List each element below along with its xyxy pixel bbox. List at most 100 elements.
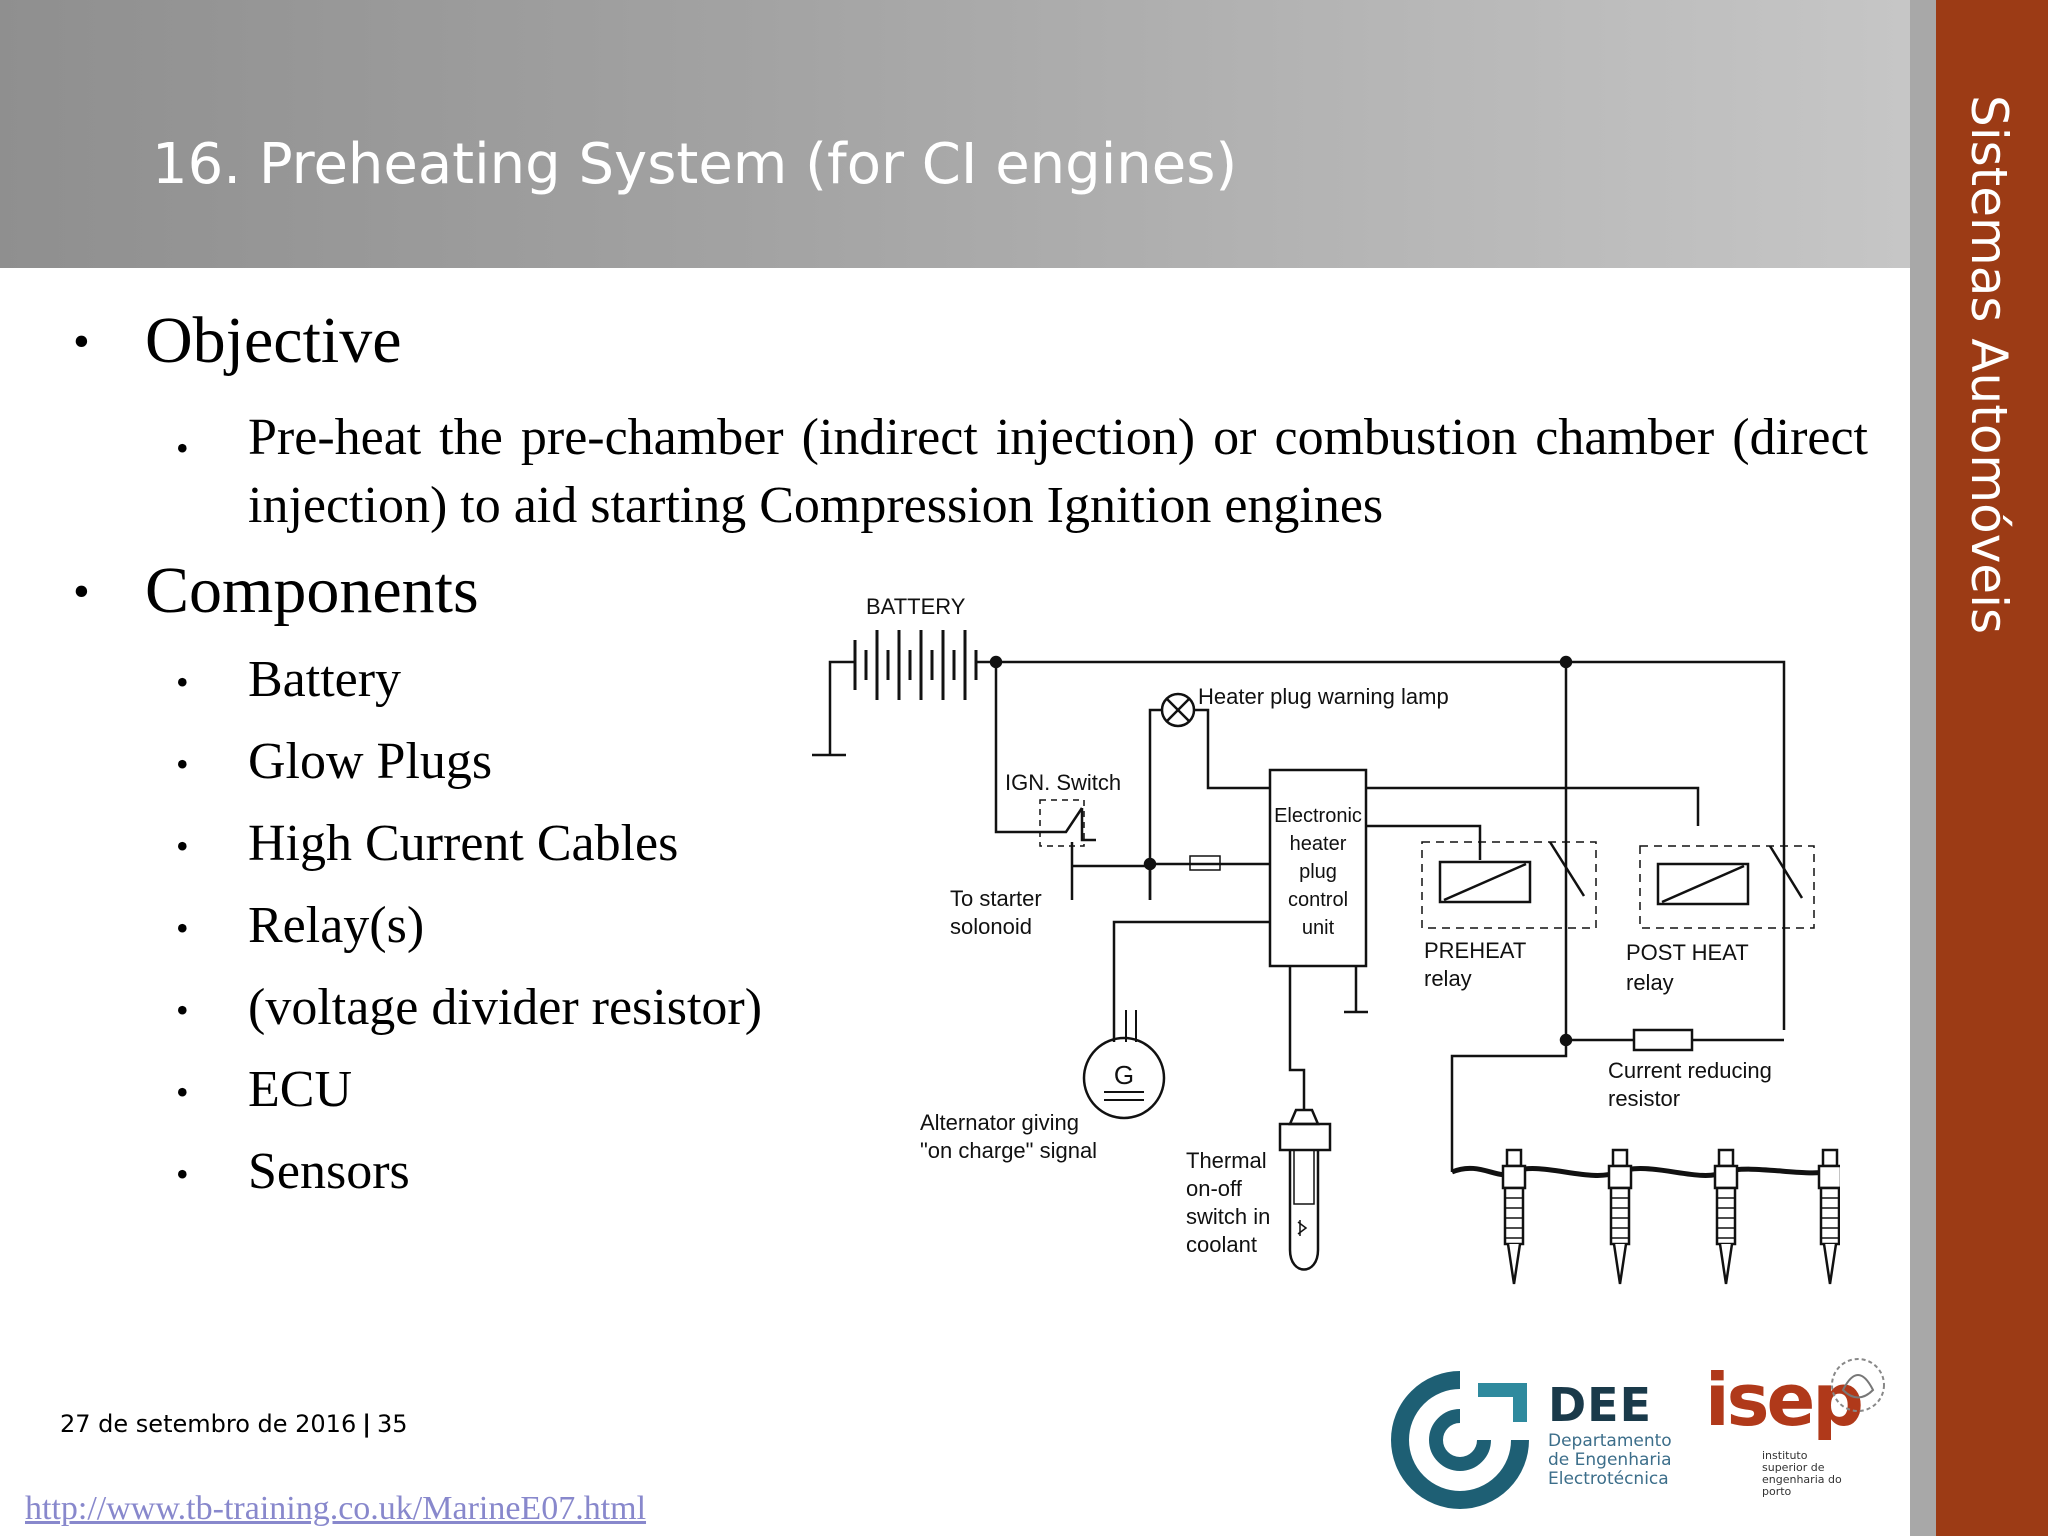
postheat-relay-contact bbox=[1768, 845, 1804, 899]
bullet-glyph: • bbox=[176, 428, 189, 468]
bullet-glyph: • bbox=[176, 990, 189, 1030]
component-label: High Current Cables bbox=[248, 815, 679, 872]
isep-logo: isep instituto superior de engenharia do… bbox=[1705, 1358, 1885, 1498]
isep-line: instituto bbox=[1762, 1449, 1808, 1462]
component-item: • Glow Plugs bbox=[176, 733, 493, 790]
objective-text-item: • Pre-heat the pre-chamber (indirect inj… bbox=[176, 404, 1868, 540]
bullet-glyph: • bbox=[73, 565, 90, 618]
component-item: • (voltage divider resistor) bbox=[176, 979, 763, 1036]
glow-plug bbox=[1817, 1148, 1840, 1285]
glow-plug bbox=[1713, 1148, 1739, 1285]
alternator-ground bbox=[1104, 1091, 1144, 1101]
thermal-switch-symbol bbox=[1278, 1108, 1332, 1271]
components-heading: Components bbox=[145, 554, 479, 627]
component-label: Glow Plugs bbox=[248, 733, 493, 790]
ign-switch-wire bbox=[994, 662, 1084, 834]
dee-logo-text: DEE Departamento de Engenharia Electroté… bbox=[1548, 1378, 1672, 1489]
page-number: 35 bbox=[376, 1410, 408, 1438]
label-battery: BATTERY bbox=[866, 594, 966, 619]
current-reducing-resistor bbox=[1632, 1028, 1694, 1052]
isep-line: engenharia do bbox=[1762, 1473, 1842, 1486]
bullet-objective: • Objective bbox=[73, 308, 402, 374]
alternator-g: G bbox=[1114, 1060, 1134, 1090]
bullet-glyph: • bbox=[176, 744, 189, 784]
objective-heading: Objective bbox=[145, 304, 402, 377]
ign-switch-box bbox=[1039, 799, 1085, 847]
footer-date: 27 de setembro de 2016 bbox=[60, 1410, 357, 1438]
alternator-terminals bbox=[1125, 1010, 1137, 1042]
bullet-glyph: • bbox=[73, 315, 90, 368]
side-band: Sistemas Automóveis bbox=[1936, 0, 2048, 1536]
label-thermal: coolant bbox=[1186, 1232, 1257, 1257]
component-item: • High Current Cables bbox=[176, 815, 679, 872]
label-thermal: Thermal bbox=[1186, 1148, 1267, 1173]
preheat-relay-contact bbox=[1548, 841, 1586, 897]
component-label: (voltage divider resistor) bbox=[248, 979, 763, 1036]
postheat-relay-coil-line bbox=[1661, 864, 1745, 904]
component-item: • Battery bbox=[176, 651, 402, 708]
footer-date-page: 27 de setembro de 2016|35 bbox=[60, 1410, 408, 1438]
dee-line: Departamento bbox=[1548, 1431, 1672, 1451]
label-to-starter-2: solonoid bbox=[950, 914, 1032, 939]
label-ign-switch: IGN. Switch bbox=[1005, 770, 1121, 795]
label-ecu: unit bbox=[1302, 917, 1335, 939]
dee-title: DEE bbox=[1548, 1378, 1653, 1432]
ecu-ground bbox=[1344, 966, 1368, 1014]
dee-line: de Engenharia bbox=[1548, 1450, 1672, 1470]
isep-line: porto bbox=[1762, 1485, 1792, 1498]
alternator-symbol bbox=[1082, 1036, 1166, 1120]
label-postheat: POST HEAT bbox=[1626, 940, 1749, 965]
bullet-glyph: • bbox=[176, 1154, 189, 1194]
label-ecu: heater bbox=[1290, 833, 1347, 855]
postheat-control-wire bbox=[1366, 786, 1700, 826]
postheat-relay-coil bbox=[1656, 862, 1750, 906]
isep-subtext: instituto superior de engenharia do port… bbox=[1762, 1450, 1842, 1498]
ecu-box bbox=[1268, 768, 1368, 968]
label-resistor: Current reducing bbox=[1608, 1058, 1772, 1083]
component-label: Battery bbox=[248, 651, 402, 708]
label-alternator-2: "on charge" signal bbox=[920, 1138, 1097, 1163]
isep-line: superior de bbox=[1762, 1461, 1825, 1474]
label-postheat-2: relay bbox=[1626, 970, 1674, 995]
bullet-glyph: • bbox=[176, 826, 189, 866]
isep-emblem-icon bbox=[1831, 1358, 1885, 1412]
source-link[interactable]: http://www.tb-training.co.uk/MarineE07.h… bbox=[25, 1490, 647, 1527]
dee-logo-icon bbox=[1391, 1371, 1529, 1509]
postheat-relay-box bbox=[1639, 845, 1815, 929]
label-alternator: Alternator giving bbox=[920, 1110, 1079, 1135]
label-ecu: Electronic bbox=[1274, 805, 1362, 827]
preheat-relay-coil bbox=[1438, 860, 1532, 904]
objective-text: Pre-heat the pre-chamber (indirect injec… bbox=[248, 409, 1868, 534]
label-thermal: on-off bbox=[1186, 1176, 1243, 1201]
label-warning-lamp: Heater plug warning lamp bbox=[1198, 684, 1449, 709]
preheat-relay-box bbox=[1421, 841, 1597, 929]
bullet-components: • Components bbox=[73, 558, 479, 624]
footer-separator: | bbox=[362, 1410, 371, 1438]
label-thermal: switch in bbox=[1186, 1204, 1270, 1229]
component-item: •Relay(s) bbox=[176, 900, 424, 952]
warning-lamp-wire bbox=[1148, 708, 1270, 900]
bullet-glyph: • bbox=[176, 662, 189, 702]
component-item: • ECU bbox=[176, 1061, 352, 1118]
preheat-control-wire bbox=[1366, 824, 1482, 860]
bullet-glyph: • bbox=[176, 1072, 189, 1112]
preheat-relay-coil-line bbox=[1443, 862, 1527, 902]
fuse bbox=[1189, 855, 1221, 871]
ign-switch-wire bbox=[1070, 808, 1152, 900]
alternator-wire bbox=[1112, 920, 1270, 1042]
warning-lamp-cross bbox=[1166, 698, 1190, 722]
supply-line bbox=[996, 660, 1786, 1030]
slide-title: 16. Preheating System (for CI engines) bbox=[152, 132, 1238, 197]
side-divider bbox=[1910, 0, 1936, 1536]
label-resistor-2: resistor bbox=[1608, 1086, 1680, 1111]
label-ecu: plug bbox=[1299, 861, 1337, 883]
bullet-glyph: • bbox=[176, 908, 189, 948]
circuit-diagram: BATTERY IGN. Switch To starter solonoid … bbox=[812, 594, 1840, 1285]
component-label: Sensors bbox=[248, 1143, 410, 1200]
resistor-wire bbox=[1450, 1038, 1784, 1172]
glow-plug bbox=[1501, 1148, 1527, 1285]
label-preheat-2: relay bbox=[1424, 966, 1472, 991]
component-label: ECU bbox=[248, 1061, 352, 1118]
label-preheat: PREHEAT bbox=[1424, 938, 1526, 963]
glow-plug bbox=[1607, 1148, 1633, 1285]
